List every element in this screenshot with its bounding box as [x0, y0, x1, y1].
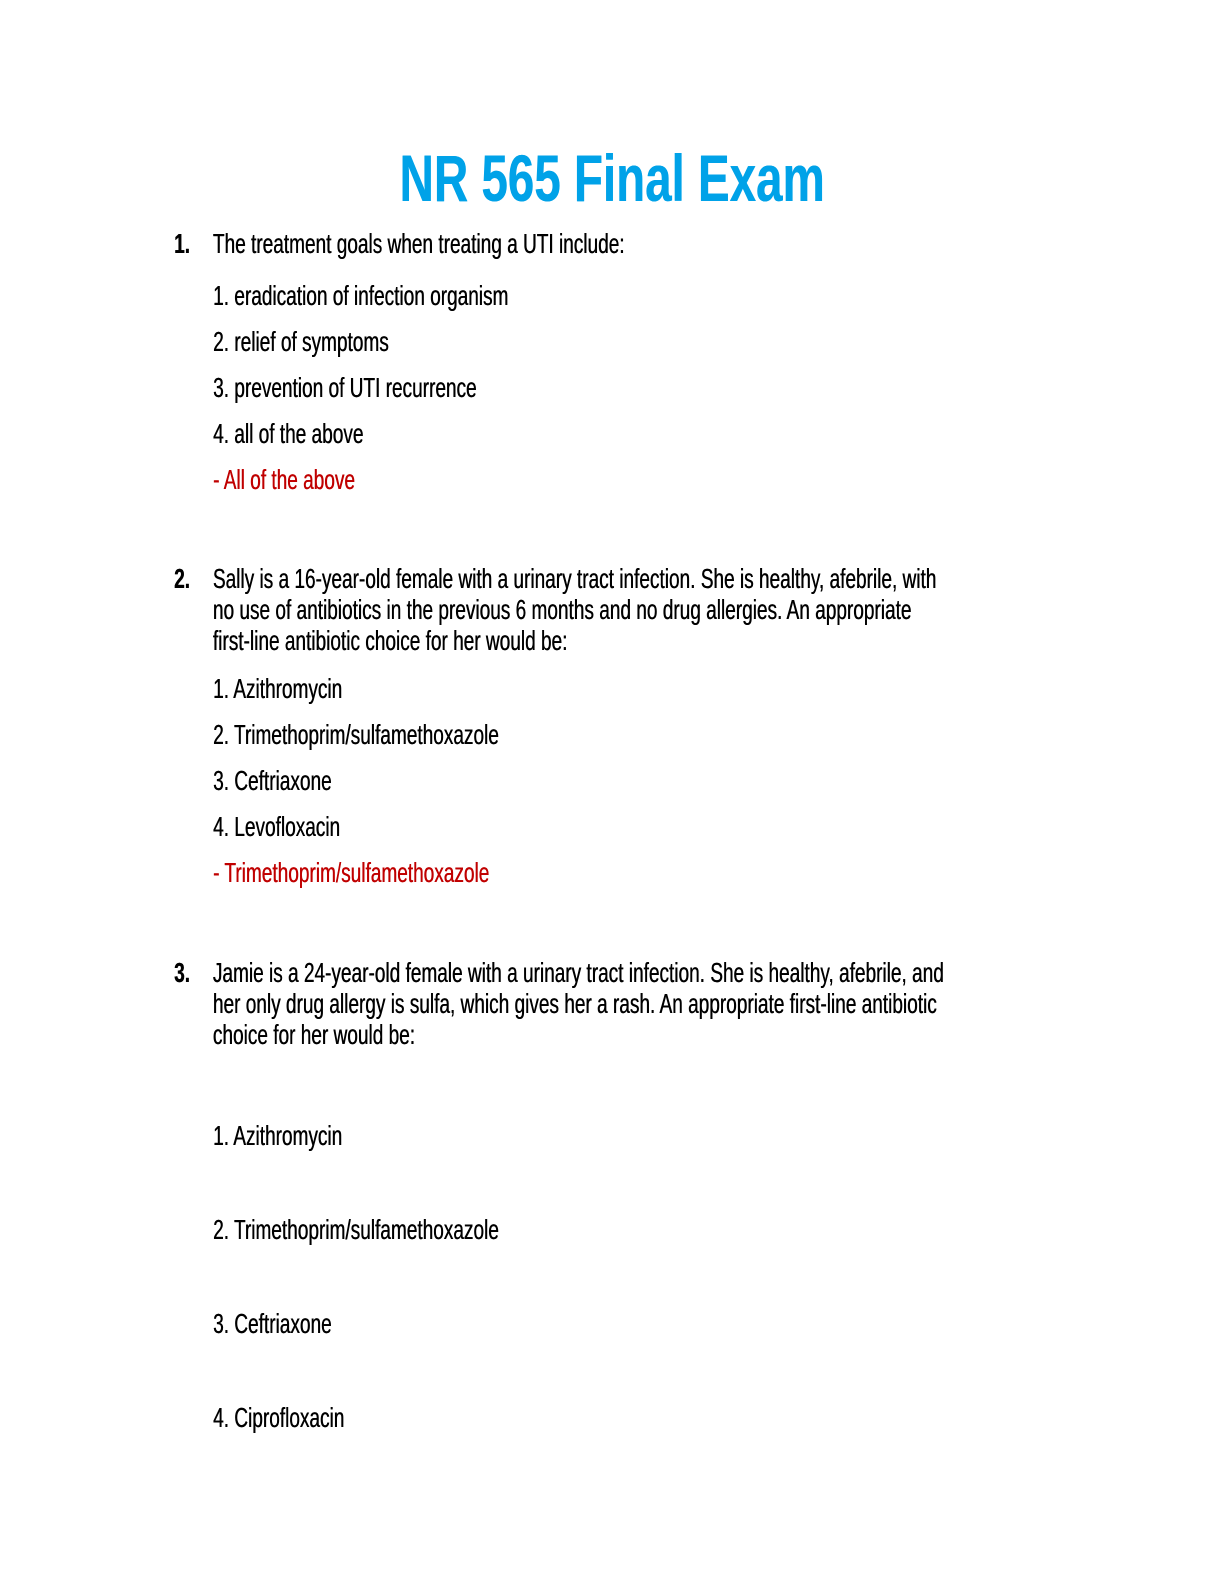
question-3-option-2: 2. Trimethoprim/sulfamethoxazole: [213, 1214, 499, 1245]
question-3-line: her only drug allergy is sulfa, which gi…: [212, 988, 937, 1019]
question-3-number: 3.: [174, 957, 190, 988]
question-1-option-4: 4. all of the above: [213, 418, 364, 449]
question-2-line: first-line antibiotic choice for her wou…: [212, 625, 568, 656]
question-3-text: 3. Jamie is a 24-year-old female with a u…: [174, 957, 1224, 1050]
question-3-line: choice for her would be:: [212, 1019, 415, 1050]
question-3-option-4: 4. Ciprofloxacin: [213, 1402, 345, 1433]
question-2-number: 2.: [174, 563, 190, 594]
question-3-option-3: 3. Ceftriaxone: [213, 1308, 332, 1339]
question-1-option-1: 1. eradication of infection organism: [213, 280, 509, 311]
question-1-text: 1. The treatment goals when treating a UT…: [174, 228, 1224, 259]
question-1-answer: - All of the above: [213, 464, 355, 495]
question-3-option-1: 1. Azithromycin: [213, 1120, 343, 1151]
question-2-option-2: 2. Trimethoprim/sulfamethoxazole: [213, 719, 499, 750]
question-2: 2. Sally is a 16-year-old female with a u…: [0, 563, 1224, 888]
question-1-number: 1.: [174, 228, 190, 259]
page-title: NR 565 Final Exam: [399, 141, 825, 215]
question-2-line: Sally is a 16-year-old female with a uri…: [212, 563, 937, 594]
question-1-option-3: 3. prevention of UTI recurrence: [213, 372, 477, 403]
question-2-option-4: 4. Levofloxacin: [213, 811, 341, 842]
question-3-line: Jamie is a 24-year-old female with a uri…: [212, 957, 944, 988]
question-2-line: no use of antibiotics in the previous 6 …: [212, 594, 912, 625]
question-3: 3. Jamie is a 24-year-old female with a u…: [0, 957, 1224, 1433]
question-2-option-3: 3. Ceftriaxone: [213, 765, 332, 796]
question-2-answer: - Trimethoprim/sulfamethoxazole: [213, 857, 490, 888]
question-2-option-1: 1. Azithromycin: [213, 673, 343, 704]
question-1: 1. The treatment goals when treating a UT…: [0, 228, 1224, 495]
question-1-line: The treatment goals when treating a UTI …: [212, 228, 625, 259]
question-2-text: 2. Sally is a 16-year-old female with a u…: [174, 563, 1224, 656]
question-1-option-2: 2. relief of symptoms: [213, 326, 389, 357]
